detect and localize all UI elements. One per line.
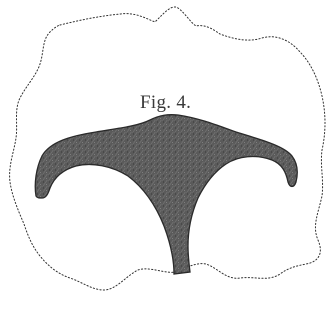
figure-caption: Fig. 4. [140,92,191,114]
specimen-body [35,115,297,274]
